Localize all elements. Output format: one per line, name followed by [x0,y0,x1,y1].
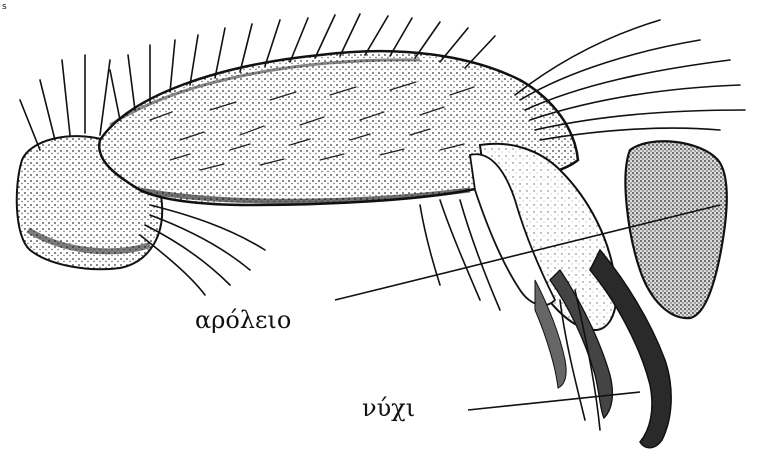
corner-mark: s [2,2,7,12]
claw-leader-line [468,392,640,410]
claw-label: νύχι [362,394,415,422]
pulvillus-pad [625,141,726,318]
arolium-label: αρόλειο [195,306,291,334]
